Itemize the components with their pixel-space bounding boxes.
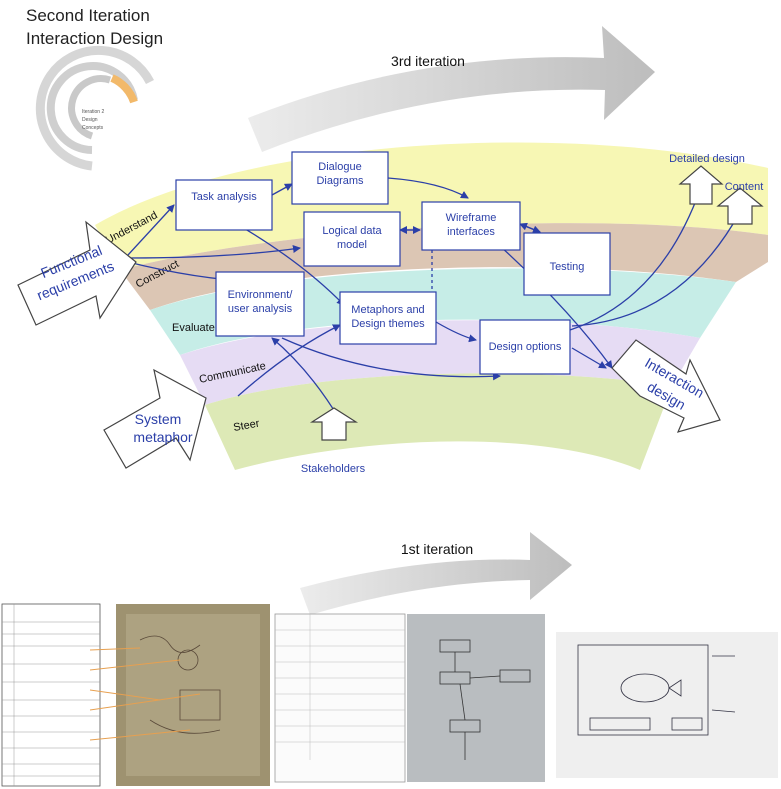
interaction-design-arrow: Interaction design — [611, 339, 721, 433]
box-environment-label-1: Environment/ — [228, 289, 294, 301]
box-testing-label: Testing — [550, 261, 585, 273]
box-dialogue-diagrams: Dialogue Diagrams — [291, 151, 389, 205]
third-iteration-label: 3rd iteration — [391, 53, 465, 69]
box-wireframe-label-2: interfaces — [447, 226, 495, 238]
box-wireframe-label-1: Wireframe — [446, 212, 497, 224]
link-fr-task — [127, 204, 175, 256]
title-line-2: Interaction Design — [26, 29, 164, 48]
box-dialogue-label-2: Diagrams — [316, 175, 364, 187]
box-testing: Testing — [523, 232, 611, 296]
link-metaphors-options — [435, 321, 477, 343]
detailed-design-label: Detailed design — [669, 153, 745, 165]
spiral-label-2: Design — [82, 117, 98, 123]
first-iteration-arrow: 1st iteration — [300, 532, 572, 615]
iteration-spiral-icon: Iteration 2 Design Concepts — [35, 45, 155, 171]
box-task-analysis: Task analysis — [175, 179, 273, 231]
detailed-design-arrow: Detailed design — [669, 153, 745, 205]
spiral-label-1: Iteration 2 — [82, 109, 104, 115]
requirements-table-thumbnail — [1, 603, 101, 787]
link-task-dialogue — [271, 183, 293, 196]
box-wireframe-interfaces: Wireframe interfaces — [421, 201, 521, 251]
page-title: Second Iteration Interaction Design — [26, 4, 163, 50]
title-line-1: Second Iteration — [26, 6, 150, 25]
system-label-2: metaphor — [133, 429, 192, 445]
link-options-content — [571, 211, 741, 327]
box-logical-data-model: Logical data model — [303, 211, 401, 267]
stakeholders-label: Stakeholders — [301, 463, 366, 475]
box-design-options: Design options — [479, 319, 571, 375]
link-wireframe-interaction — [499, 245, 613, 369]
box-dialogue-label-1: Dialogue — [318, 161, 361, 173]
box-metaphors-label-1: Metaphors and — [351, 304, 424, 316]
box-logical-label-1: Logical data — [322, 225, 382, 237]
box-design-options-label: Design options — [489, 341, 562, 353]
fish-interface-sketch-thumbnail — [556, 632, 778, 778]
spiral-label-3: Concepts — [82, 125, 104, 131]
box-environment: Environment/ user analysis — [215, 271, 305, 337]
first-iteration-label: 1st iteration — [401, 541, 473, 557]
flow-sketch-thumbnail — [407, 614, 545, 782]
link-system-metaphors — [237, 324, 341, 397]
system-label-1: System — [135, 411, 182, 427]
system-metaphor-arrow: System metaphor — [103, 368, 207, 469]
content-arrow: Content — [716, 181, 764, 225]
box-metaphors: Metaphors and Design themes — [339, 291, 437, 345]
box-environment-label-2: user analysis — [228, 303, 293, 315]
third-iteration-arrow: 3rd iteration — [248, 26, 655, 152]
link-options-detailed — [569, 189, 702, 331]
link-fr-logical — [127, 245, 301, 259]
link-environment-options — [281, 337, 501, 381]
stakeholders-arrow: Stakeholders — [301, 407, 366, 475]
box-task-analysis-label: Task analysis — [191, 191, 257, 203]
content-label: Content — [725, 181, 764, 193]
sketch-photo-thumbnail — [89, 604, 270, 786]
link-testing-wireframe — [519, 222, 541, 233]
band-steer — [205, 373, 672, 470]
link-dialogue-wireframe — [387, 177, 469, 199]
band-steer-label: Steer — [232, 418, 260, 434]
box-logical-label-2: model — [337, 239, 367, 251]
link-options-interaction — [571, 347, 607, 369]
band-evaluate-label: Evaluate — [172, 322, 215, 334]
box-metaphors-label-2: Design themes — [351, 318, 425, 330]
task-analysis-form-thumbnail — [274, 613, 406, 783]
